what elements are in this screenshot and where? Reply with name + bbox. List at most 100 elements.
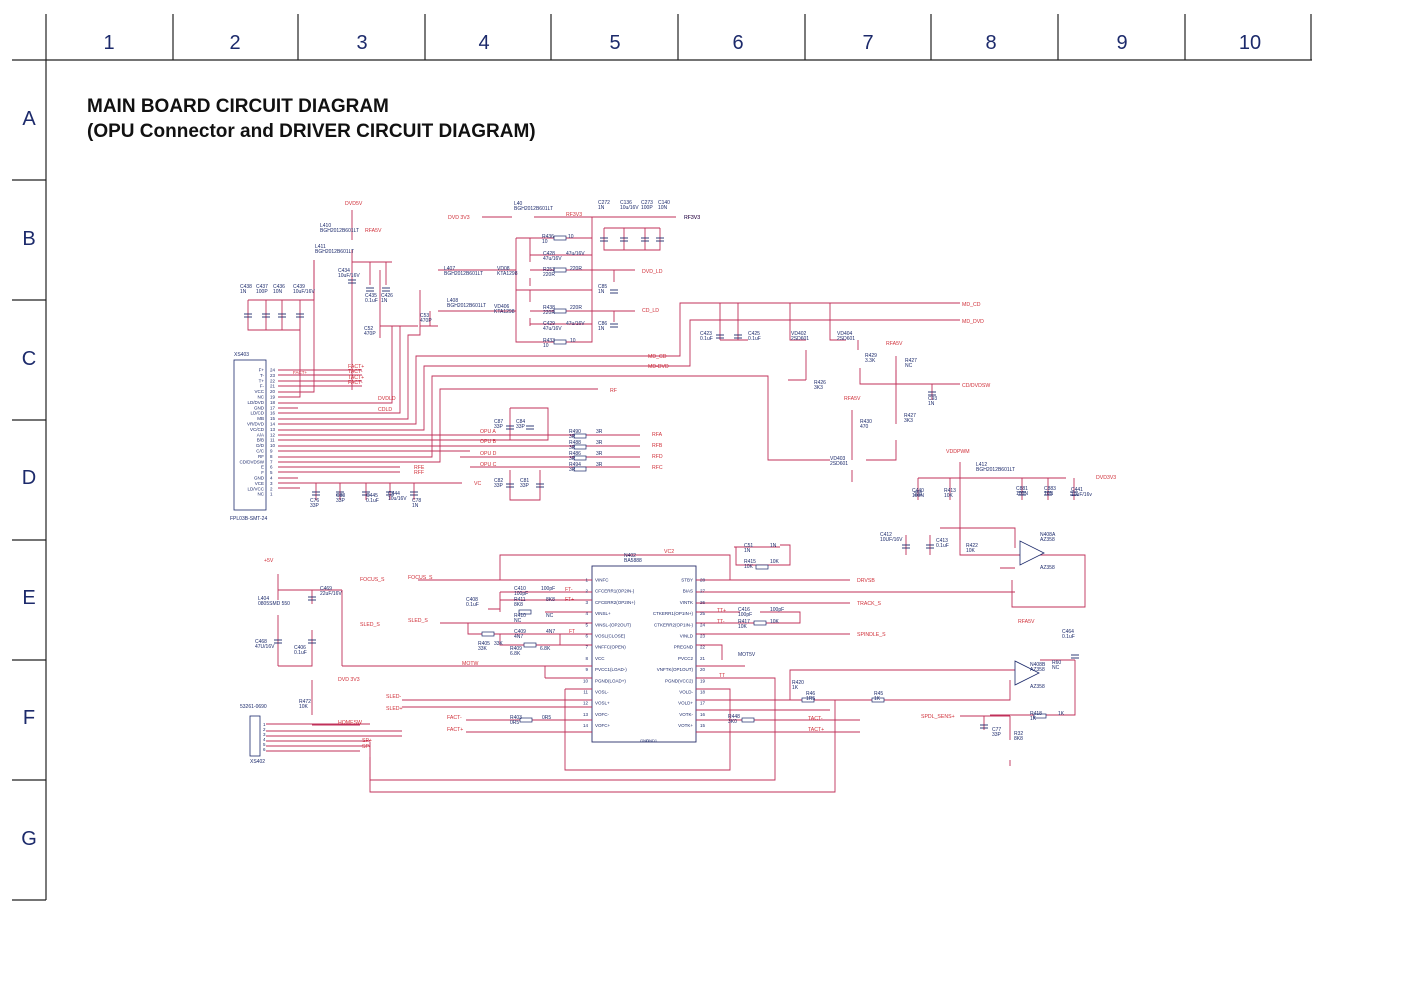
column-5: 5 [609, 32, 621, 54]
net-label: SPDL_SENS+ [921, 714, 955, 720]
component-ref: R448 [728, 714, 740, 720]
net-label: RFA5V [886, 341, 903, 347]
component-value: 3R [596, 462, 603, 468]
connector-pin-number: 5 [263, 742, 266, 747]
component-ref: R32 [1014, 731, 1023, 737]
ic-pin-name: CTKERR1(OP1IN+) [653, 611, 694, 616]
net-label: RF3V3 [566, 212, 582, 218]
component-value: 10uF/16V [293, 289, 315, 295]
net-label: FT+ [565, 597, 574, 603]
component-value: 0R5 [542, 715, 551, 721]
net-label: MD-DVD [648, 364, 669, 370]
component-value: 33P [310, 503, 320, 509]
component-ref: C410 [514, 586, 526, 592]
component-value: KTA1298 [494, 309, 515, 315]
net-label: FT- [565, 587, 573, 593]
ic-pin-name: BIAS [683, 589, 693, 594]
ic-pin-number: 1 [585, 578, 588, 583]
component-value: 2SD601 [791, 336, 809, 342]
row-d: D [21, 467, 37, 489]
component-value: 100N [912, 493, 924, 499]
component-ref: C426 [381, 293, 393, 299]
net-label: OPU C [480, 462, 497, 468]
connector-pin-name: A/A [257, 432, 264, 437]
component-ref: C434 [338, 268, 350, 274]
component-value: 3R [596, 451, 603, 457]
component-ref: R253 [543, 267, 555, 273]
component-value: 33P [516, 424, 526, 430]
component-value: 220R [570, 305, 582, 311]
ic-pin-name: VCC [595, 656, 605, 661]
component-value: 1N [412, 503, 419, 509]
component-ref: R430 [860, 419, 872, 425]
component-ref: C435 [365, 293, 377, 299]
connector-pin-number: 5 [270, 470, 273, 475]
component-ref: C881 [1016, 486, 1028, 492]
component-value: 3R [596, 429, 603, 435]
ic-pin-name: VINSL-(OP2OUT) [595, 622, 632, 627]
component-value: 33P [336, 498, 346, 504]
component-value: BGH2012B601LT [315, 249, 354, 255]
component-value: 1K [1030, 716, 1037, 722]
connector-pin-name: GND [254, 476, 265, 481]
resistor-symbol [518, 609, 532, 615]
net-label: TT [719, 673, 725, 679]
connector-pin-name: VCE [255, 481, 264, 486]
component-value: 4N7 [546, 629, 555, 635]
component-ref: R426 [814, 380, 826, 386]
net-label: DVD 3V3 [448, 215, 470, 221]
component-value: 10N [273, 289, 283, 295]
resistor-symbol [755, 564, 769, 570]
net-label: RFA [652, 432, 663, 438]
net-label: RFC [652, 465, 663, 471]
component-value: 47u/16V [543, 326, 562, 332]
ic-pin-name: VOSL+ [595, 701, 610, 706]
component-value: 10 [542, 239, 548, 245]
ic-pin-name: VOTK- [679, 712, 693, 717]
component-value: 6.8K [540, 646, 551, 652]
component-value: 33P [520, 483, 530, 489]
component-ref: C77 [992, 727, 1001, 733]
component-ref: R438 [543, 305, 555, 311]
component-ref: C436 [273, 284, 285, 290]
row-a: A [22, 108, 36, 130]
component-ref: C423 [700, 331, 712, 337]
component-value: NC [546, 613, 554, 619]
component-ref: R409 [510, 646, 522, 652]
connector-pin-number: 15 [270, 416, 276, 421]
net-label: SP- [362, 744, 371, 750]
wires [247, 210, 1086, 793]
net-label: DRVSB [857, 578, 875, 584]
component-value: 220R [543, 272, 555, 278]
net-label: TACT- [808, 716, 823, 722]
component-ref: C408 [466, 597, 478, 603]
component-value: 1K [792, 685, 799, 691]
row-g: G [21, 828, 37, 850]
component-value: 33P [992, 732, 1002, 738]
component-ref: C438 [240, 284, 252, 290]
ic-pin-number: 18 [700, 690, 706, 695]
component-ref: C445 [366, 493, 378, 499]
component-value: 1K [1058, 711, 1065, 717]
component-value: 22uF/16V [320, 591, 342, 597]
component-value: 47u/16V [566, 321, 585, 327]
component-value: 100pF [514, 591, 528, 597]
component-value: 10K [770, 559, 780, 565]
component-ref: L40 [514, 201, 523, 207]
component-value: 0.1uF [294, 650, 307, 656]
component-value: 1K [874, 696, 881, 702]
connector-pin-number: 10 [270, 443, 276, 448]
component-value: 1N [240, 289, 247, 295]
component-value: 100N [1016, 491, 1028, 497]
connector-pin-number: 21 [270, 384, 276, 389]
ic-pin-number: 19 [700, 678, 706, 683]
net-label: FOCUS_S [360, 577, 385, 583]
diagram-subtitle: (OPU Connector and DRIVER CIRCUIT DIAGRA… [87, 121, 536, 142]
component-ref: C883 [1044, 486, 1056, 492]
net-label: VDDPWM [946, 449, 970, 455]
component-ref: R403 [510, 715, 522, 721]
component-value: BGH2012B601LT [447, 303, 486, 309]
component-value: 1N [598, 289, 605, 295]
component-value: 100pF [738, 612, 752, 618]
ic-pin-name: VOSL(CLOSE) [595, 634, 626, 639]
